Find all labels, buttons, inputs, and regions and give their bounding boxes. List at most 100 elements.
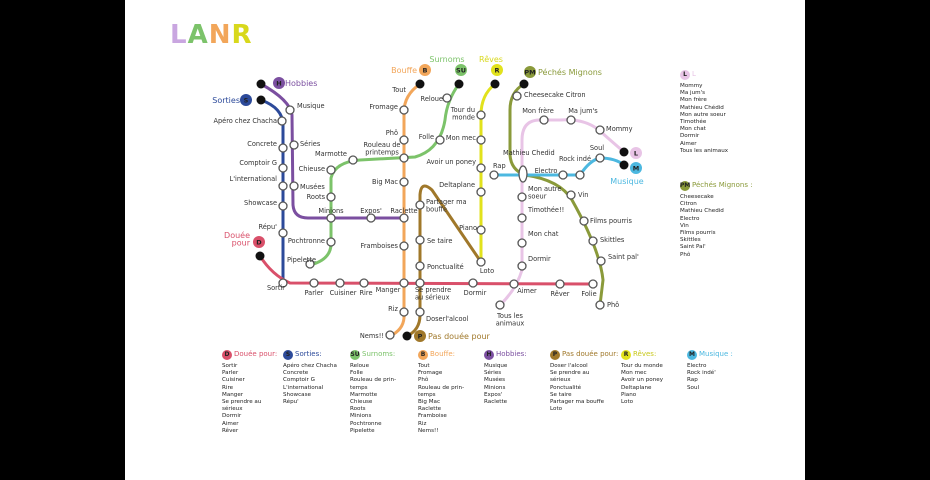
station-vin[interactable] xyxy=(566,190,576,200)
station-showcase[interactable] xyxy=(278,201,288,211)
station-mommy[interactable] xyxy=(595,125,605,135)
station-framboises[interactable] xyxy=(399,241,409,251)
station-deltaplane[interactable] xyxy=(476,187,486,197)
station-label: Nems!! xyxy=(360,332,384,340)
station-apero[interactable] xyxy=(277,116,287,126)
station-nems[interactable] xyxy=(385,330,395,340)
station-label: Rêver xyxy=(550,290,569,298)
station-parler[interactable] xyxy=(309,278,319,288)
station-label: Riz xyxy=(388,305,398,313)
station-musees[interactable] xyxy=(289,181,299,191)
legend-item: Mathieu Chédid xyxy=(680,104,724,111)
station-rap[interactable] xyxy=(489,170,499,180)
station-raclette[interactable] xyxy=(399,213,409,223)
station-riz[interactable] xyxy=(399,307,409,317)
station-setaire[interactable] xyxy=(415,235,425,245)
line-title: Hobbies xyxy=(285,79,317,88)
legend-item: Minions xyxy=(350,413,372,420)
station-label: Deltaplane xyxy=(439,181,475,189)
station-reloue[interactable] xyxy=(442,93,452,103)
station-electro[interactable] xyxy=(558,170,568,180)
line-title: Musique xyxy=(610,177,644,186)
station-musique[interactable] xyxy=(285,105,295,115)
station-tous[interactable] xyxy=(495,300,505,310)
station-monchat[interactable] xyxy=(517,238,527,248)
legend-title: L xyxy=(692,70,696,79)
station-concrete[interactable] xyxy=(278,143,288,153)
station-chieuse[interactable] xyxy=(326,165,336,175)
station-label: Roots xyxy=(307,193,326,201)
legend-badge: PM xyxy=(679,181,691,191)
station-minions[interactable] xyxy=(326,213,336,223)
legend-title: Douée pour: xyxy=(234,350,278,359)
station-dormir_d[interactable] xyxy=(468,278,478,288)
station-cuisiner[interactable] xyxy=(335,278,345,288)
station-ponctualite[interactable] xyxy=(415,261,425,271)
legend-item: Sortir xyxy=(222,363,238,369)
station-roots[interactable] xyxy=(326,192,336,202)
station-expos[interactable] xyxy=(366,213,376,223)
legend-item: Vin xyxy=(680,222,689,229)
station-loto[interactable] xyxy=(476,257,486,267)
station-label: Phô xyxy=(386,129,398,137)
station-label: Skittles xyxy=(600,236,625,244)
station-pipelette[interactable] xyxy=(305,259,315,269)
station-poney[interactable] xyxy=(476,163,486,173)
station-series[interactable] xyxy=(289,140,299,150)
station-pho_b[interactable] xyxy=(399,135,409,145)
station-films[interactable] xyxy=(579,216,589,226)
station-partager[interactable] xyxy=(415,200,425,210)
legend-item: Rouleau de prin-temps xyxy=(350,377,397,391)
station-monautre[interactable] xyxy=(517,192,527,202)
station-monfrere[interactable] xyxy=(539,115,549,125)
line-badge-letter: PM xyxy=(524,68,535,76)
station-label: Chieuse xyxy=(299,165,325,173)
station-bigmac[interactable] xyxy=(399,177,409,187)
legend-title: Péchés Mignons : xyxy=(692,181,753,190)
station-folle[interactable] xyxy=(435,135,445,145)
station-mathieu-interchange[interactable] xyxy=(518,165,528,183)
station-label: Doserl'alcool xyxy=(426,315,469,323)
station-skittles[interactable] xyxy=(588,236,598,246)
station-international[interactable] xyxy=(278,181,288,191)
station-fromage[interactable] xyxy=(399,105,409,115)
title-letter: A xyxy=(187,20,209,50)
station-aimer[interactable] xyxy=(509,279,519,289)
station-pho_pm[interactable] xyxy=(595,300,605,310)
station-monmec[interactable] xyxy=(476,135,486,145)
legend-item: Apéro chez Chacha xyxy=(283,363,337,369)
line-badge-p xyxy=(414,330,426,342)
station-dormir_l[interactable] xyxy=(517,261,527,271)
station-sortir[interactable] xyxy=(278,278,288,288)
station-repu[interactable] xyxy=(278,228,288,238)
station-doser[interactable] xyxy=(415,307,425,317)
station-soul[interactable] xyxy=(595,153,605,163)
station-saintpal[interactable] xyxy=(596,256,606,266)
station-manger[interactable] xyxy=(399,278,409,288)
legend-item: Mon autre soeur xyxy=(680,111,726,118)
station-marmotte[interactable] xyxy=(348,155,358,165)
line-title: Surnoms xyxy=(429,55,464,64)
legend-item: Cuisiner xyxy=(222,377,245,384)
station-label: Loto xyxy=(480,267,494,275)
station-comptoir[interactable] xyxy=(278,163,288,173)
legend-item: Saint Pal' xyxy=(680,244,706,251)
station-rire[interactable] xyxy=(359,278,369,288)
legend-item: Musique xyxy=(484,363,508,369)
station-label: Parler xyxy=(304,289,323,297)
station-piano[interactable] xyxy=(476,225,486,235)
station-label: Apéro chez Chacha xyxy=(213,117,277,125)
station-label: Musées xyxy=(300,183,325,191)
station-timothee[interactable] xyxy=(517,213,527,223)
station-cheesecake[interactable] xyxy=(512,91,522,101)
station-pochtronne[interactable] xyxy=(326,237,336,247)
station-rockinde[interactable] xyxy=(575,170,585,180)
station-folie[interactable] xyxy=(588,279,598,289)
station-rever[interactable] xyxy=(555,279,565,289)
station-seprendre[interactable] xyxy=(415,278,425,288)
station-tour[interactable] xyxy=(476,110,486,120)
station-rouleau[interactable] xyxy=(399,153,409,163)
station-majums[interactable] xyxy=(566,115,576,125)
